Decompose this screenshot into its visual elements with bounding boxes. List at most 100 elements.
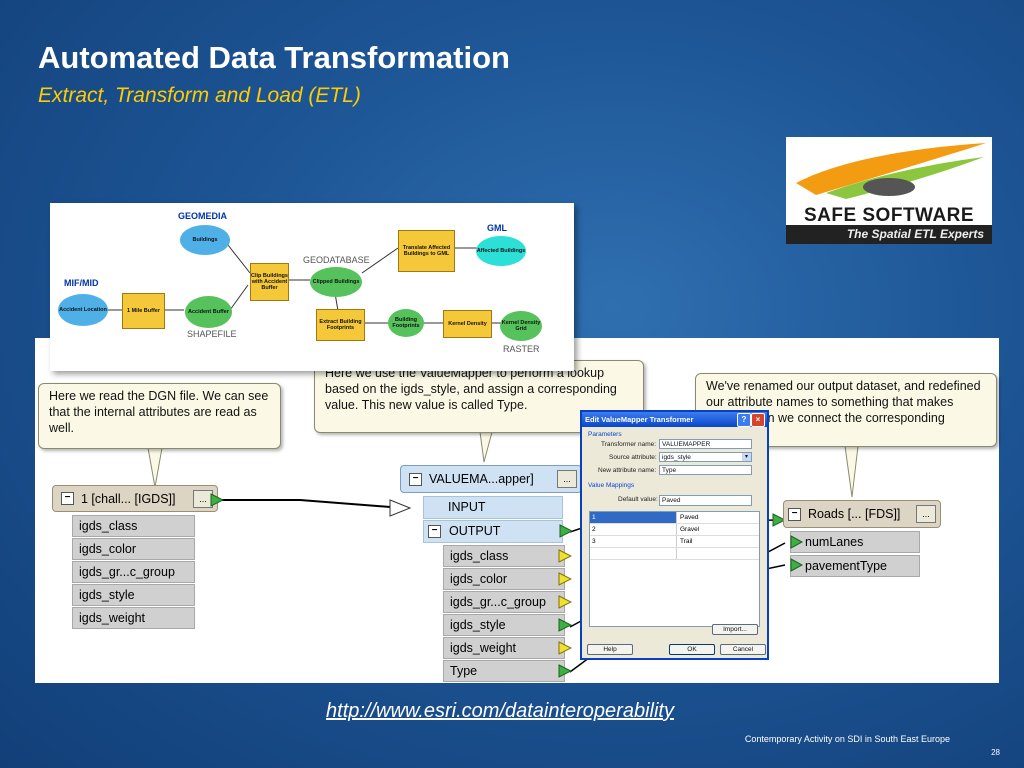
mapping-source[interactable]: 3	[590, 536, 677, 547]
input-port-icon[interactable]	[388, 499, 412, 517]
node-clipped-buildings: Clipped Buildings	[310, 267, 362, 297]
collapse-icon[interactable]: −	[61, 492, 74, 505]
default-value-input[interactable]: Paved	[659, 495, 752, 506]
writer-attribute: numLanes	[790, 531, 920, 553]
dialog-titlebar[interactable]: Edit ValueMapper Transformer ? ×	[582, 412, 767, 427]
new-attribute-label: New attribute name:	[598, 467, 657, 474]
table-row[interactable]	[590, 548, 759, 560]
help-icon[interactable]: ?	[737, 413, 751, 427]
import-button[interactable]: Import...	[712, 624, 758, 635]
logo-tagline: The Spatial ETL Experts	[786, 225, 992, 244]
dialog-title: Edit ValueMapper Transformer	[585, 415, 694, 424]
writer-attribute: pavementType	[790, 555, 920, 577]
valuemapper-output-label: OUTPUT	[449, 524, 501, 538]
esri-link[interactable]: http://www.esri.com/datainteroperability	[326, 700, 674, 722]
value-mappings-table: 1 Paved 2 Gravel 3 Trail	[589, 511, 760, 627]
mapping-source[interactable]: 1	[590, 512, 677, 523]
node-building-footprints: Building Footprints	[388, 309, 424, 337]
label-gml: GML	[487, 223, 507, 233]
reader-feature-type[interactable]: − 1 [chall... [IGDS]] ...	[52, 485, 218, 512]
table-row[interactable]: 1 Paved	[590, 512, 759, 524]
parameters-legend: Parameters	[588, 431, 622, 438]
value-mappings-legend: Value Mappings	[588, 482, 635, 489]
ok-button[interactable]: OK	[669, 644, 715, 655]
etl-diagram: GEOMEDIA MIF/MID GEODATABASE GML SHAPEFI…	[50, 203, 574, 371]
valuemapper-attribute: igds_weight	[443, 637, 565, 659]
attribute-port-icons	[558, 549, 572, 678]
transformer-name-label: Transformer name:	[601, 441, 657, 448]
source-attribute-value: igds_style	[662, 454, 691, 461]
node-mile-buffer: 1 Mile Buffer	[122, 293, 165, 329]
mapping-source[interactable]: 2	[590, 524, 677, 535]
mapping-value[interactable]: Gravel	[680, 526, 700, 533]
close-icon[interactable]: ×	[751, 413, 765, 427]
table-row[interactable]: 3 Trail	[590, 536, 759, 548]
swoosh-icon	[796, 143, 986, 199]
writer-properties-button[interactable]: ...	[916, 505, 936, 523]
reader-attribute-list: igds_class igds_color igds_gr...c_group …	[72, 515, 195, 629]
node-affected-buildings: Affected Buildings	[476, 236, 526, 266]
logo-name: SAFE SOFTWARE	[803, 205, 975, 226]
reader-attribute: igds_class	[72, 515, 195, 537]
reader-attribute: igds_style	[72, 584, 195, 606]
slide-subtitle: Extract, Transform and Load (ETL)	[38, 84, 361, 107]
mapping-value-empty[interactable]	[677, 548, 759, 559]
mapping-source-empty[interactable]	[590, 548, 677, 559]
table-row[interactable]: 2 Gravel	[590, 524, 759, 536]
node-translate-gml: Translate Affected Buildings to GML	[398, 230, 455, 272]
output-port-icon[interactable]	[210, 493, 224, 507]
cancel-button[interactable]: Cancel	[720, 644, 766, 655]
valuemapper-attribute: igds_class	[443, 545, 565, 567]
reader-attribute: igds_color	[72, 538, 195, 560]
valuemapper-attribute: Type	[443, 660, 565, 682]
node-clip-buildings: Clip Buildings with Accident Buffer	[250, 263, 289, 301]
node-accident-buffer: Accident Buffer	[185, 296, 232, 328]
attribute-port-icons	[790, 535, 804, 572]
slide-footer: Contemporary Activity on SDI in South Ea…	[744, 734, 950, 744]
valuemapper-output-port[interactable]: − OUTPUT	[423, 520, 563, 543]
valuemapper-title: VALUEMA...apper]	[429, 472, 534, 486]
valuemapper-attribute: igds_style	[443, 614, 565, 636]
node-accident-location: Accident Location	[58, 294, 108, 326]
source-attribute-select[interactable]: igds_style ▾	[659, 452, 752, 462]
valuemapper-attribute: igds_color	[443, 568, 565, 590]
collapse-icon[interactable]: −	[409, 472, 422, 486]
slide-title: Automated Data Transformation	[38, 40, 510, 75]
default-value-label: Default value:	[618, 496, 658, 503]
collapse-icon[interactable]: −	[788, 507, 801, 521]
collapse-icon[interactable]: −	[428, 525, 441, 538]
mapping-value[interactable]: Paved	[680, 514, 699, 521]
writer-title: Roads [... [FDS]]	[808, 507, 901, 521]
page-number: 28	[991, 748, 1000, 757]
chevron-down-icon[interactable]: ▾	[742, 453, 751, 461]
node-extract-footprints: Extract Building Footprints	[316, 309, 365, 341]
reader-attribute: igds_gr...c_group	[72, 561, 195, 583]
reader-title: 1 [chall... [IGDS]]	[81, 491, 176, 506]
reader-attribute: igds_weight	[72, 607, 195, 629]
valuemapper-input-port[interactable]: INPUT	[423, 496, 563, 519]
label-geodatabase: GEODATABASE	[303, 255, 370, 265]
new-attribute-input[interactable]: Type	[659, 465, 752, 475]
etl-arrows	[108, 244, 505, 324]
safe-software-logo: SAFE SOFTWARE The Spatial ETL Experts	[786, 137, 992, 244]
input-port-icon[interactable]	[772, 513, 786, 527]
output-port-icon[interactable]	[559, 524, 573, 538]
valuemapper-attribute: igds_gr...c_group	[443, 591, 565, 613]
node-buildings: Buildings	[180, 225, 230, 255]
label-mif-mid: MIF/MID	[64, 278, 99, 288]
writer-feature-type[interactable]: − Roads [... [FDS]] ...	[783, 500, 941, 528]
callout-reader: Here we read the DGN file. We can see th…	[38, 383, 281, 449]
valuemapper-transformer[interactable]: − VALUEMA...apper] ...	[400, 465, 582, 493]
edit-valuemapper-dialog: Edit ValueMapper Transformer ? × Paramet…	[580, 410, 769, 660]
node-kernel-density: Kernel Density	[443, 310, 492, 338]
valuemapper-properties-button[interactable]: ...	[557, 470, 577, 488]
label-shapefile: SHAPEFILE	[187, 329, 237, 339]
valuemapper-attribute-list: igds_class igds_color igds_gr...c_group …	[443, 545, 565, 682]
node-kernel-density-grid: Kernel Density Grid	[500, 311, 542, 341]
source-attribute-label: Source attribute:	[609, 454, 657, 461]
help-button[interactable]: Help	[587, 644, 633, 655]
label-raster: RASTER	[503, 344, 540, 354]
mapping-value[interactable]: Trail	[680, 538, 693, 545]
transformer-name-input[interactable]: VALUEMAPPER	[659, 439, 752, 449]
label-geomedia: GEOMEDIA	[178, 211, 228, 221]
